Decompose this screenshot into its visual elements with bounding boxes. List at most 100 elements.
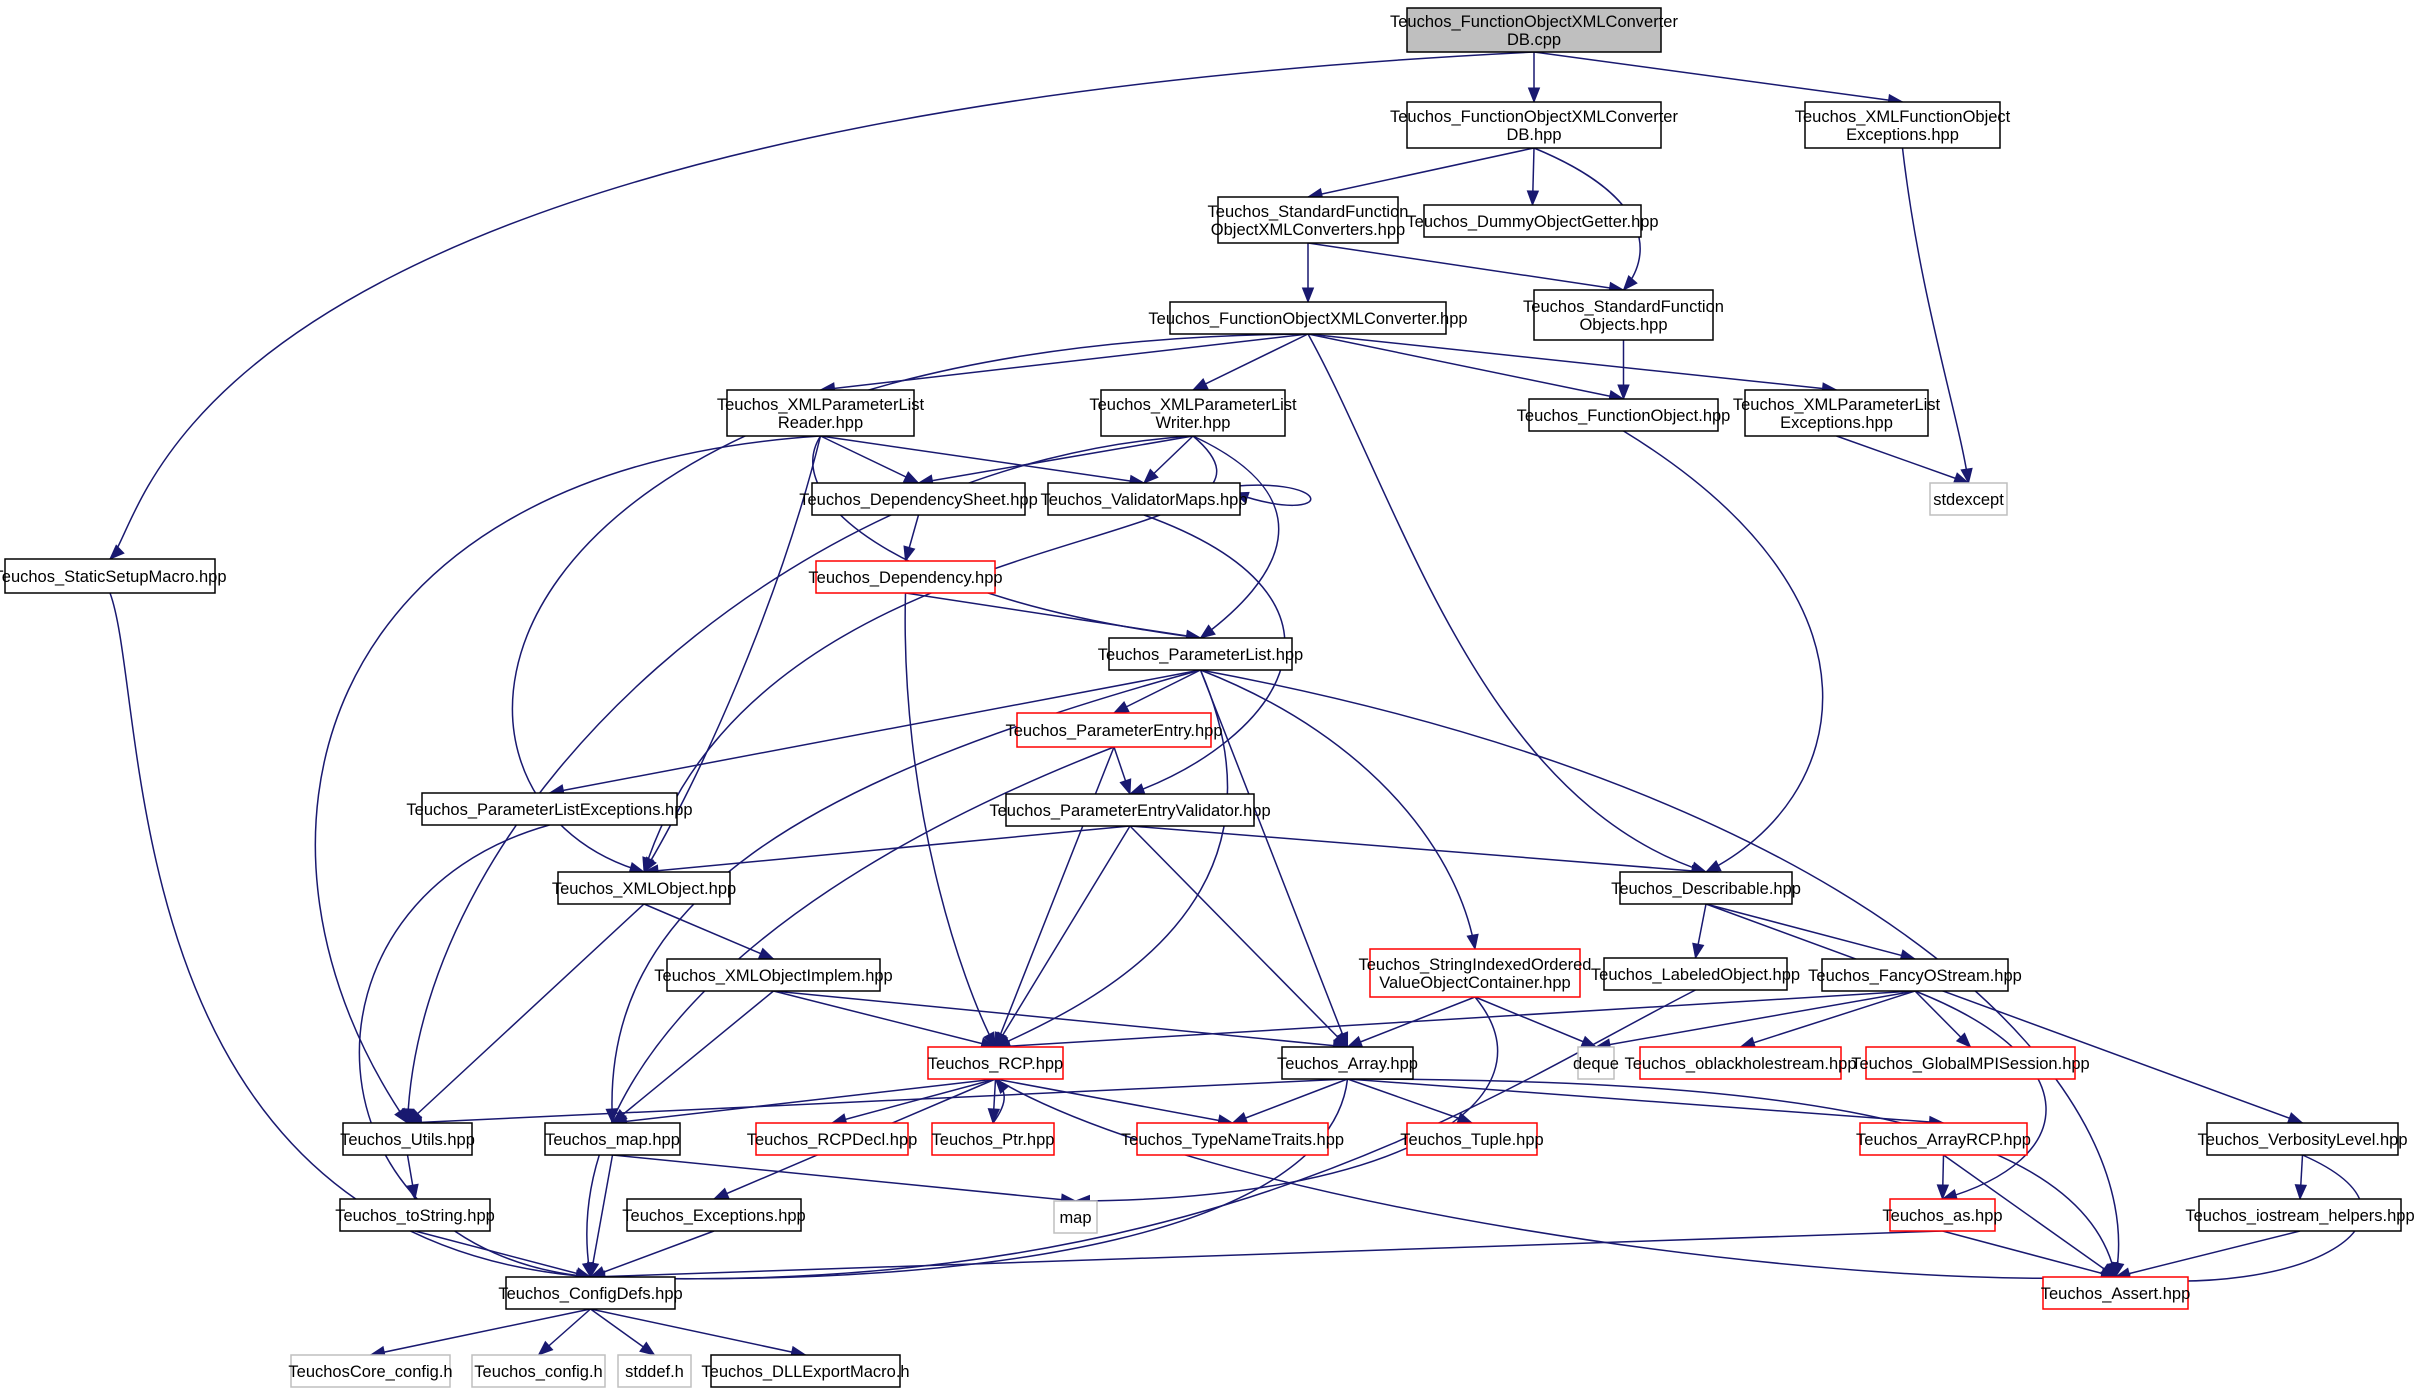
node-xo[interactable]: Teuchos_XMLObject.hpp	[552, 871, 736, 905]
node-vl-label-line-1: Teuchos_VerbosityLevel.hpp	[2197, 1131, 2407, 1149]
node-gmpi[interactable]: Teuchos_GlobalMPISession.hpp	[1851, 1046, 2090, 1080]
node-tcc[interactable]: TeuchosCore_config.h	[288, 1354, 453, 1388]
edge-pl-to-arr	[1199, 669, 1349, 1048]
node-stdexc[interactable]: stdexcept	[1929, 482, 2008, 516]
edge-xple-to-stdexc	[1836, 435, 1969, 484]
node-stdexc-box	[1929, 482, 2008, 516]
node-ssm[interactable]: Teuchos_StaticSetupMacro.hpp	[0, 558, 226, 594]
node-ds-label-line-1: Teuchos_DependencySheet.hpp	[799, 491, 1038, 509]
node-dog[interactable]: Teuchos_DummyObjectGetter.hpp	[1406, 204, 1659, 238]
node-pl[interactable]: Teuchos_ParameterList.hpp	[1098, 637, 1303, 671]
edge-tostr-to-cdefs	[414, 1230, 591, 1278]
edge-xo-to-xoi-arrowhead	[757, 947, 775, 960]
node-tc-box	[471, 1354, 606, 1388]
edge-xoi-to-rcp	[773, 990, 996, 1048]
edge-xplw-to-ds	[918, 435, 1194, 484]
node-xoi[interactable]: Teuchos_XMLObjectImplem.hpp	[654, 958, 893, 992]
node-cdefs[interactable]: Teuchos_ConfigDefs.hpp	[498, 1276, 683, 1310]
edge-ioh-to-assert	[2115, 1230, 2301, 1278]
edge-sio-to-deque-arrowhead	[1580, 1035, 1598, 1048]
edge-xplw-to-pl-arrowhead	[1199, 624, 1216, 639]
node-ple[interactable]: Teuchos_ParameterListExceptions.hpp	[406, 792, 693, 826]
node-arcp[interactable]: Teuchos_ArrayRCP.hpp	[1856, 1122, 2031, 1156]
node-arr[interactable]: Teuchos_Array.hpp	[1277, 1046, 1418, 1080]
node-map-label-line-1: map	[1059, 1209, 1091, 1227]
node-tostr[interactable]: Teuchos_toString.hpp	[335, 1198, 495, 1232]
node-fo-label-line-1: Teuchos_FunctionObject.hpp	[1517, 407, 1731, 425]
edge-fos-to-as	[1914, 990, 2047, 1200]
node-obh[interactable]: Teuchos_oblackholestream.hpp	[1624, 1046, 1857, 1080]
edge-xo-to-utils	[406, 903, 645, 1124]
node-fo[interactable]: Teuchos_FunctionObject.hpp	[1517, 398, 1731, 432]
edge-cdefs-to-stddef-arrowhead	[639, 1341, 656, 1356]
node-dep[interactable]: Teuchos_Dependency.hpp	[808, 560, 1003, 594]
node-vm[interactable]: Teuchos_ValidatorMaps.hpp	[1041, 482, 1248, 516]
edge-xoi-to-arr	[773, 990, 1348, 1048]
node-dll-box	[710, 1354, 901, 1388]
node-map_h[interactable]: Teuchos_map.hpp	[544, 1122, 681, 1156]
node-lo[interactable]: Teuchos_LabeledObject.hpp	[1591, 957, 1800, 991]
node-tostr-box	[339, 1198, 491, 1232]
edge-arcp-to-assert	[1943, 1154, 2116, 1278]
node-stddef[interactable]: stddef.h	[617, 1354, 692, 1388]
node-map[interactable]: map	[1053, 1200, 1098, 1234]
node-sio[interactable]: Teuchos_StringIndexedOrderedValueObjectC…	[1359, 948, 1592, 998]
edge-exc-to-cdefs	[590, 1230, 715, 1278]
edge-pe-to-rcp	[994, 746, 1115, 1048]
node-ssm-box	[4, 558, 216, 594]
node-pev-label-line-1: Teuchos_ParameterEntryValidator.hpp	[989, 802, 1270, 820]
edge-arcp-to-as-arrowhead	[1936, 1184, 1950, 1201]
edge-fo-to-desc	[1623, 430, 1824, 873]
node-assert-box	[2042, 1276, 2189, 1310]
node-exc[interactable]: Teuchos_Exceptions.hpp	[622, 1198, 806, 1232]
node-tc[interactable]: Teuchos_config.h	[471, 1354, 606, 1388]
node-ptr[interactable]: Teuchos_Ptr.hpp	[931, 1122, 1055, 1156]
node-fdbh-label-line-1: Teuchos_FunctionObjectXMLConverter	[1390, 108, 1678, 126]
edge-xplw-to-pl	[1192, 435, 1280, 639]
node-ssm-label-line-1: Teuchos_StaticSetupMacro.hpp	[0, 568, 226, 586]
edge-foxc-to-fo	[1307, 333, 1624, 400]
node-as[interactable]: Teuchos_as.hpp	[1882, 1198, 2003, 1232]
node-rcp[interactable]: Teuchos_RCP.hpp	[927, 1046, 1064, 1080]
edge-xplw-to-xo-arrowhead	[642, 856, 655, 874]
node-fos-label-line-1: Teuchos_FancyOStream.hpp	[1808, 967, 2022, 985]
node-utils[interactable]: Teuchos_Utils.hpp	[340, 1122, 475, 1156]
node-ds[interactable]: Teuchos_DependencySheet.hpp	[799, 482, 1038, 516]
edge-rcp-to-tnt	[995, 1078, 1233, 1124]
node-tuple-label-line-1: Teuchos_Tuple.hpp	[1400, 1131, 1543, 1149]
edge-utils-to-tostr-arrowhead	[406, 1183, 419, 1201]
node-sfoc[interactable]: Teuchos_StandardFunctionObjectXMLConvert…	[1208, 196, 1409, 244]
node-tuple[interactable]: Teuchos_Tuple.hpp	[1400, 1122, 1544, 1156]
edge-cdefs-to-dll	[590, 1308, 806, 1356]
node-obh-label-line-1: Teuchos_oblackholestream.hpp	[1624, 1055, 1856, 1073]
node-vl[interactable]: Teuchos_VerbosityLevel.hpp	[2197, 1122, 2408, 1156]
node-dll[interactable]: Teuchos_DLLExportMacro.h	[701, 1354, 910, 1388]
node-assert[interactable]: Teuchos_Assert.hpp	[2041, 1276, 2191, 1310]
edge-fdbh-to-sfo-arrowhead	[1622, 275, 1638, 292]
edge-ds-to-dep-arrowhead	[903, 545, 916, 563]
edge-foxc-to-xple	[1307, 333, 1837, 391]
node-sio-label-line-1: Teuchos_StringIndexedOrdered	[1359, 956, 1592, 974]
node-desc[interactable]: Teuchos_Describable.hpp	[1611, 871, 1801, 905]
edge-xplr-to-xo	[643, 435, 822, 873]
node-rcpd[interactable]: Teuchos_RCPDecl.hpp	[747, 1122, 918, 1156]
edge-pl-to-assert	[1200, 669, 2120, 1278]
node-deque[interactable]: deque	[1573, 1046, 1619, 1080]
node-pev[interactable]: Teuchos_ParameterEntryValidator.hpp	[989, 793, 1271, 827]
node-fos[interactable]: Teuchos_FancyOStream.hpp	[1808, 958, 2022, 992]
node-ptr-box	[931, 1122, 1055, 1156]
node-xplr-label-line-2: Reader.hpp	[778, 414, 863, 432]
node-foxc[interactable]: Teuchos_FunctionObjectXMLConverter.hpp	[1148, 301, 1468, 335]
node-tnt[interactable]: Teuchos_TypeNameTraits.hpp	[1121, 1122, 1344, 1156]
edge-xo-to-xoi	[643, 903, 774, 960]
edge-map_h-to-map	[612, 1154, 1076, 1202]
node-pe[interactable]: Teuchos_ParameterEntry.hpp	[1005, 712, 1223, 748]
node-ioh[interactable]: Teuchos_iostream_helpers.hpp	[2185, 1198, 2415, 1232]
